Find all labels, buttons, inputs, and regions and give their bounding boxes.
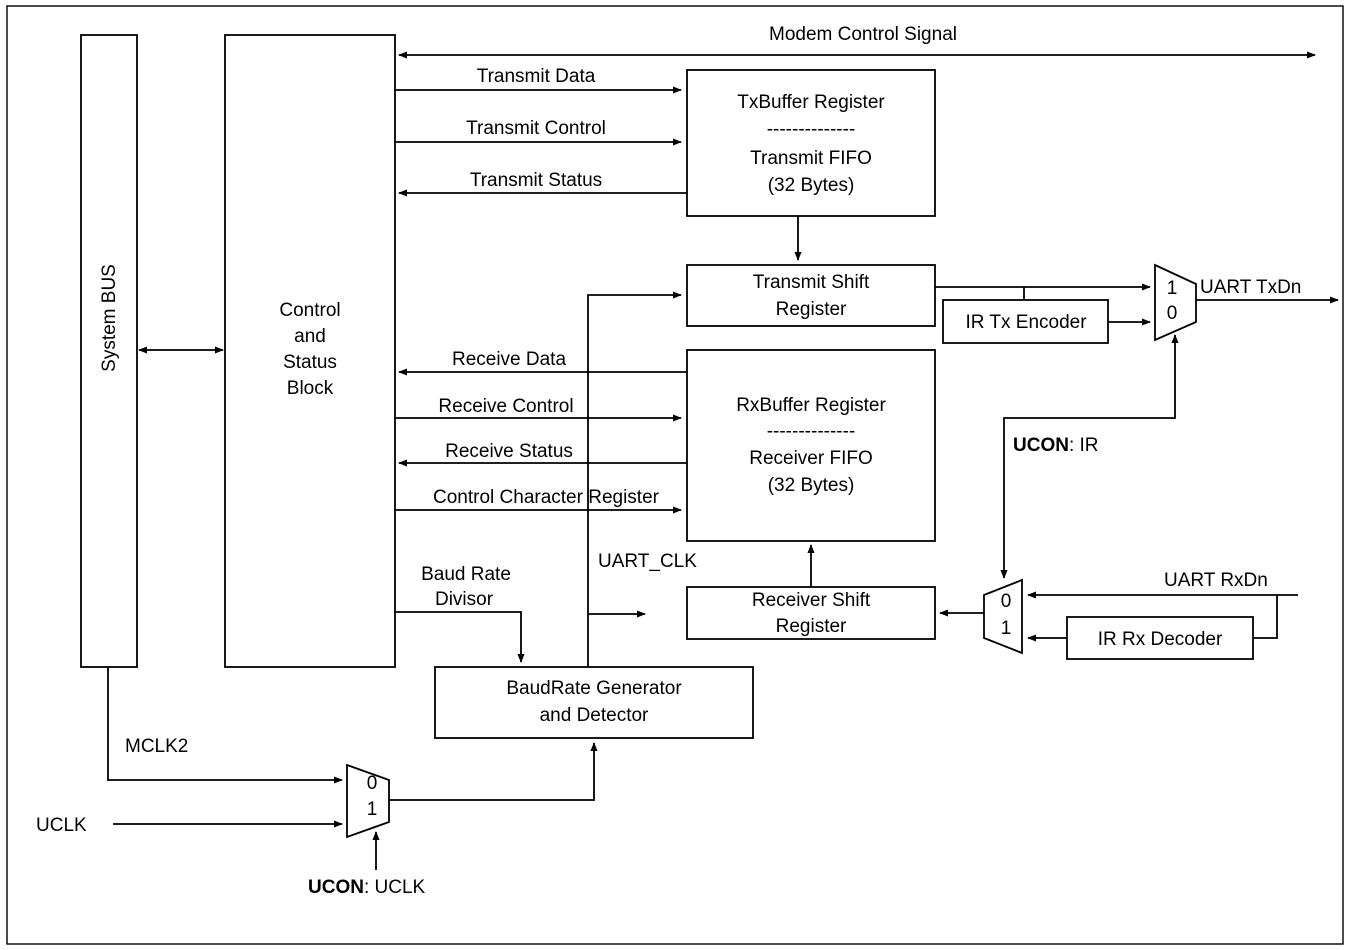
tx-mux: 1 0 xyxy=(1154,263,1197,342)
system-bus-block: System BUS xyxy=(80,34,138,668)
rx-shift-line-2: Register xyxy=(776,616,847,637)
transmit-control-label: Transmit Control xyxy=(466,118,606,139)
ucon-uclk-rest: : UCLK xyxy=(364,877,426,898)
tx-mux-input-1: 1 xyxy=(1167,278,1178,299)
baud-generator-line-2: and Detector xyxy=(540,705,649,726)
control-status-line-1: Control xyxy=(279,300,340,321)
modem-control-label: Modem Control Signal xyxy=(769,24,957,45)
clock-mux: 0 1 xyxy=(346,763,390,839)
ucon-ir-select-line xyxy=(1000,334,1179,579)
ir-rx-decoder-label: IR Rx Decoder xyxy=(1098,629,1223,650)
ucon-uclk-label: UCON: UCLK xyxy=(308,877,426,898)
ir-rx-decoder-block: IR Rx Decoder xyxy=(1066,616,1254,660)
tx-buffer-line-3: Transmit FIFO xyxy=(750,148,872,169)
clkmux-to-baud-arrow xyxy=(389,742,598,801)
ccr-label: Control Character Register xyxy=(433,487,660,508)
clock-mux-input-1: 1 xyxy=(367,799,378,820)
tx-mux-input-0: 0 xyxy=(1167,303,1178,324)
baud-generator-block: BaudRate Generator and Detector xyxy=(434,666,754,739)
uart-clk-to-tx-arrow xyxy=(587,291,682,667)
receive-control-label: Receive Control xyxy=(438,396,573,417)
rx-buffer-line-4: (32 Bytes) xyxy=(768,475,855,496)
transmit-data-label: Transmit Data xyxy=(477,66,596,87)
rx-mux-input-1: 1 xyxy=(1001,618,1012,639)
transmit-status-label: Transmit Status xyxy=(470,170,602,191)
receive-status-label: Receive Status xyxy=(445,441,573,462)
tx-shift-line-2: Register xyxy=(776,299,847,320)
diagram-frame xyxy=(6,5,1344,945)
tx-buffer-line-4: (32 Bytes) xyxy=(768,175,855,196)
ucon-ir-bold: UCON xyxy=(1013,435,1069,456)
tx-shift-block: Transmit Shift Register xyxy=(686,264,936,327)
baud-generator-line-1: BaudRate Generator xyxy=(506,678,682,699)
ucon-ir-rest: : IR xyxy=(1069,435,1099,456)
ucon-uclk-bold: UCON xyxy=(308,877,364,898)
baud-divisor-arrow xyxy=(395,611,525,663)
rx-buffer-line-2: -------------- xyxy=(767,421,856,442)
rx-mux: 0 1 xyxy=(983,578,1023,655)
uclk-label: UCLK xyxy=(36,815,87,836)
rx-buffer-line-1: RxBuffer Register xyxy=(736,395,886,416)
rx-mux-input-0: 0 xyxy=(1001,591,1012,612)
uart-clk-label: UART_CLK xyxy=(598,551,697,572)
tx-shift-line-1: Transmit Shift xyxy=(753,272,870,293)
rxd-to-decoder-line xyxy=(1253,595,1278,639)
ucon-ir-label: UCON: IR xyxy=(1013,435,1099,456)
control-status-block: Control and Status Block xyxy=(224,34,396,668)
baud-divisor-line-1: Baud Rate xyxy=(421,564,511,585)
control-status-line-4: Block xyxy=(287,378,334,399)
receive-data-label: Receive Data xyxy=(452,349,566,370)
tx-buffer-block: TxBuffer Register -------------- Transmi… xyxy=(686,69,936,217)
uart-rxd-label: UART RxDn xyxy=(1164,570,1268,591)
control-status-line-3: Status xyxy=(283,352,337,373)
system-bus-label: System BUS xyxy=(99,264,120,372)
ir-tx-encoder-label: IR Tx Encoder xyxy=(965,312,1087,333)
clock-mux-input-0: 0 xyxy=(367,773,378,794)
tx-buffer-line-1: TxBuffer Register xyxy=(737,92,885,113)
control-status-line-2: and xyxy=(294,326,326,347)
mclk2-arrow xyxy=(107,667,343,784)
mclk2-label: MCLK2 xyxy=(125,736,188,757)
rx-buffer-block: RxBuffer Register -------------- Receive… xyxy=(686,349,936,542)
tx-buffer-line-2: -------------- xyxy=(767,119,856,140)
ir-tx-encoder-block: IR Tx Encoder xyxy=(942,299,1109,344)
rx-buffer-line-3: Receiver FIFO xyxy=(749,448,873,469)
rx-shift-block: Receiver Shift Register xyxy=(686,586,936,640)
uart-txd-label: UART TxDn xyxy=(1200,277,1301,298)
baud-divisor-line-2: Divisor xyxy=(435,589,494,610)
rx-shift-line-1: Receiver Shift xyxy=(752,590,871,611)
